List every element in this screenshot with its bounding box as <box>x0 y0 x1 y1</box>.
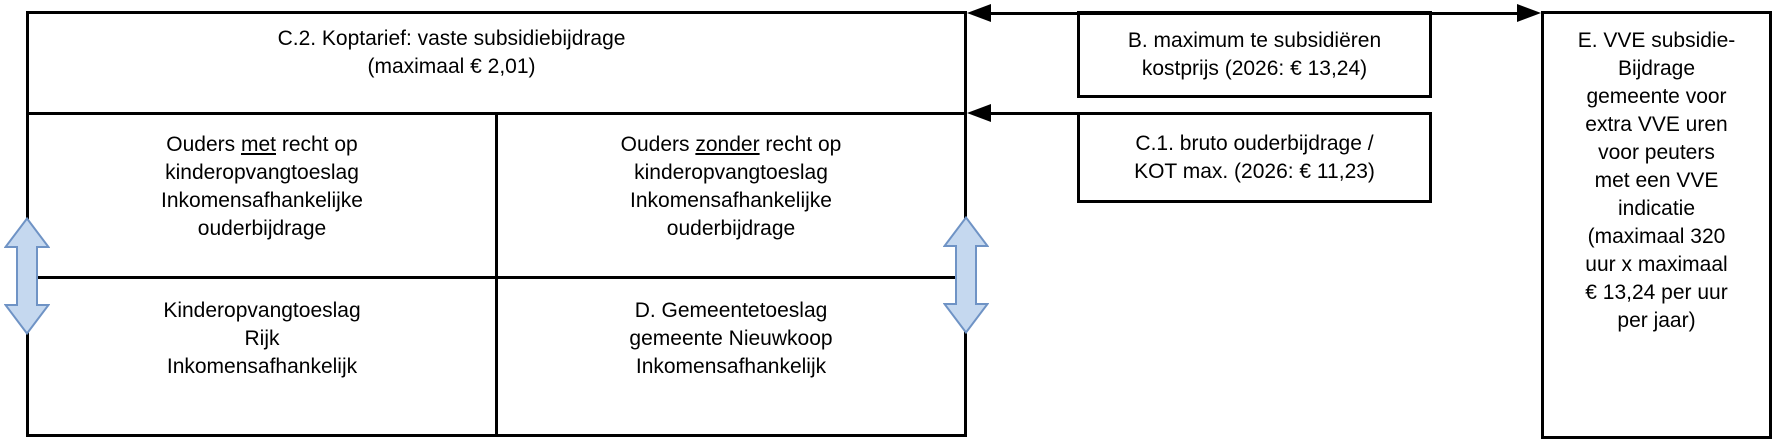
box-b-max-kostprijs: B. maximum te subsidiëren kostprijs (202… <box>1077 11 1432 98</box>
quadrant-gemeente-line3: Inkomensafhankelijk <box>635 355 827 378</box>
quadrant-ouders-zonder-line4: ouderbijdrage <box>666 217 796 240</box>
quadrant-gemeentetoeslag: D. Gemeentetoeslag gemeente Nieuwkoop In… <box>498 276 964 434</box>
box-e-line11: per jaar) <box>1617 309 1696 332</box>
box-e-line8: (maximaal 320 <box>1587 225 1726 248</box>
quadrant-ouders-met-line2: kinderopvangtoeslag <box>165 161 359 184</box>
top-arrow-right-arrowhead-icon <box>1517 4 1541 22</box>
box-e-vve-subsidie: E. VVE subsidie- Bijdrage gemeente voor … <box>1541 11 1772 439</box>
box-e-line6: met een VVE <box>1594 169 1719 192</box>
main-box: C.2. Koptarief: vaste subsidiebijdrage (… <box>26 11 967 437</box>
box-e-line2: Bijdrage <box>1617 57 1696 80</box>
box-c1-bruto-ouderbijdrage: C.1. bruto ouderbijdrage / KOT max. (202… <box>1077 112 1432 203</box>
quadrant-rijk-line1: Kinderopvangtoeslag <box>163 299 361 322</box>
box-e-line5: voor peuters <box>1598 141 1715 164</box>
quadrant-ouders-met-line4: ouderbijdrage <box>197 217 327 240</box>
box-c1-line1: C.1. bruto ouderbijdrage / <box>1135 131 1374 155</box>
text-fragment: Ouders <box>166 133 241 156</box>
c1-arrow-line <box>975 112 1077 115</box>
header-c2-line1: C.2. Koptarief: vaste subsidiebijdrage <box>277 27 626 50</box>
text-fragment: Ouders <box>620 133 696 156</box>
quadrant-kinderopvangtoeslag-rijk: Kinderopvangtoeslag Rijk Inkomensafhanke… <box>29 276 498 434</box>
box-e-line3: gemeente voor <box>1586 85 1727 108</box>
quadrant-rijk-line2: Rijk <box>244 327 280 350</box>
box-e-line4: extra VVE uren <box>1585 113 1728 136</box>
quadrant-ouders-met-kot: Ouders met recht op kinderopvangtoeslag … <box>29 115 498 276</box>
box-b-line2: kostprijs (2026: € 13,24) <box>1141 56 1368 80</box>
quadrant-ouders-met-line3: Inkomensafhankelijke <box>161 189 363 212</box>
text-fragment: recht op <box>759 133 842 156</box>
box-e-line1: E. VVE subsidie- <box>1577 29 1736 52</box>
header-c2-line2: (maximaal € 2,01) <box>367 55 536 78</box>
box-e-line10: € 13,24 per uur <box>1585 281 1728 304</box>
box-e-line7: indicatie <box>1617 197 1696 220</box>
underlined-word-zonder: zonder <box>695 133 760 156</box>
quadrant-ouders-met-line1: Ouders met recht op <box>29 131 495 159</box>
header-c2-koptarief: C.2. Koptarief: vaste subsidiebijdrage (… <box>29 14 964 115</box>
box-e-line9: uur x maximaal <box>1585 253 1728 276</box>
blue-vertical-double-arrow-right-icon <box>943 216 989 334</box>
quadrant-rijk-line3: Inkomensafhankelijk <box>166 355 358 378</box>
text-fragment: recht op <box>276 133 358 156</box>
quadrant-ouders-zonder-kot: Ouders zonder recht op kinderopvangtoesl… <box>498 115 964 276</box>
underlined-word-met: met <box>240 133 276 156</box>
quadrant-ouders-zonder-line3: Inkomensafhankelijke <box>630 189 832 212</box>
quadrant-ouders-zonder-line2: kinderopvangtoeslag <box>634 161 828 184</box>
blue-vertical-double-arrow-left-icon <box>4 217 50 335</box>
quadrant-ouders-zonder-line1: Ouders zonder recht op <box>498 131 964 159</box>
quadrant-gemeente-line1: D. Gemeentetoeslag <box>634 299 828 322</box>
c1-arrow-left-arrowhead-icon <box>967 104 991 122</box>
box-c1-line2: KOT max. (2026: € 11,23) <box>1134 159 1375 183</box>
top-double-arrow-line <box>975 12 1527 15</box>
box-b-line1: B. maximum te subsidiëren <box>1127 28 1382 52</box>
top-arrow-left-arrowhead-icon <box>967 4 991 22</box>
quadrant-gemeente-line2: gemeente Nieuwkoop <box>629 327 833 350</box>
